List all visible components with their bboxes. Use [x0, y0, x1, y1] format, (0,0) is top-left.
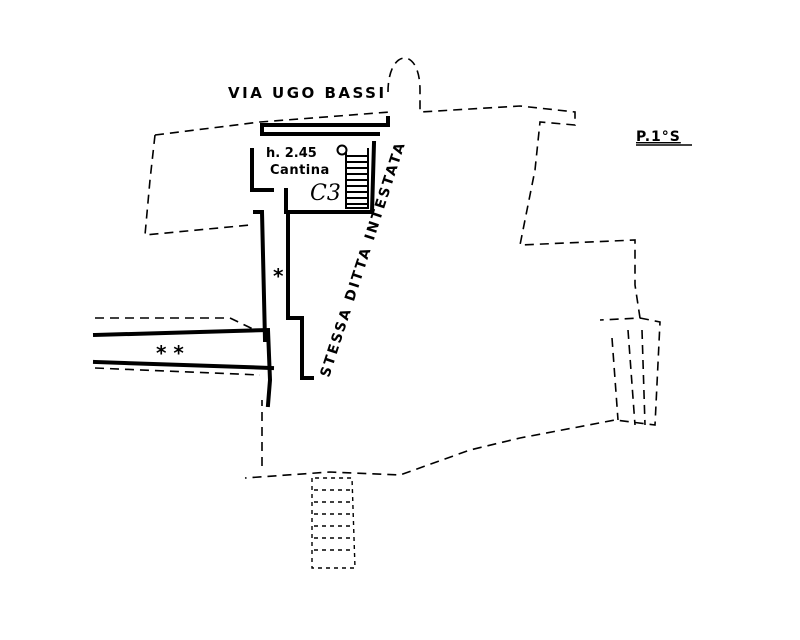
stair-hatch-bottom	[311, 477, 356, 569]
floor-label: P.1°S	[636, 129, 681, 145]
dashed-boundaries	[94, 57, 661, 479]
unit-mark: C3	[310, 181, 341, 206]
pillar-icon	[336, 144, 348, 156]
cellar-staircase	[336, 144, 369, 209]
solid-walls	[92, 116, 390, 408]
room-name: Cantina	[270, 163, 330, 178]
marker-single: *	[273, 264, 284, 288]
marker-double: * *	[156, 341, 184, 365]
room-height: h. 2.45	[266, 146, 317, 161]
owner-note: STESSA DITTA INTESTATA	[318, 139, 410, 379]
street-label: VIA UGO BASSI	[228, 84, 387, 102]
